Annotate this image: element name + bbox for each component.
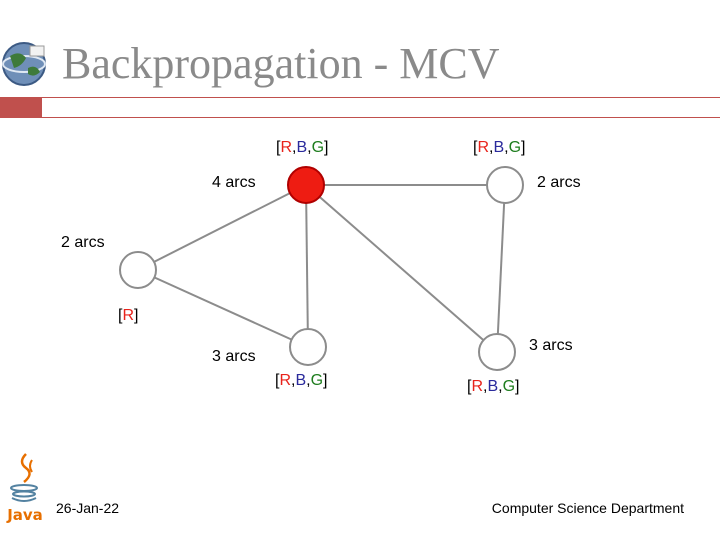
arcs-label-top-left: 4 arcs: [212, 174, 256, 191]
arcs-label-left: 2 arcs: [61, 234, 105, 251]
java-logo-icon: Java: [6, 453, 43, 524]
domain-separator: ,: [498, 378, 503, 395]
domain-value-red: R: [477, 139, 490, 156]
arcs-label-bottom-right: 3 arcs: [529, 337, 573, 354]
domain-value-blue: B: [295, 372, 307, 389]
java-logo-text: Java: [6, 506, 43, 524]
domain-separator: ,: [504, 139, 509, 156]
graph-edge-left-bottom-mid: [137, 269, 309, 348]
footer-date: 26-Jan-22: [56, 500, 120, 516]
domain-separator: ,: [483, 378, 488, 395]
domain-value-red: R: [471, 378, 484, 395]
graph-edge-top-left-left: [137, 184, 307, 271]
graph-edge-top-left-bottom-mid: [305, 184, 309, 348]
domain-separator: ,: [306, 372, 311, 389]
title-divider-bottom: [42, 117, 720, 118]
graph-node-bottom-mid: [289, 328, 327, 366]
domain-value-red: R: [122, 307, 135, 324]
domain-separator: ,: [307, 139, 312, 156]
domain-value-green: G: [502, 378, 516, 395]
domain-label-bottom-mid: [R,B,G]: [275, 372, 328, 389]
title-divider-top: [42, 97, 720, 98]
domain-separator: ,: [489, 139, 494, 156]
title-accent-bar: [0, 97, 42, 118]
domain-separator: ,: [292, 139, 297, 156]
graph-node-top-right: [486, 166, 524, 204]
arcs-label-bottom-mid: 3 arcs: [212, 348, 256, 365]
graph-node-top-left: [287, 166, 325, 204]
domain-value-blue: B: [493, 139, 505, 156]
domain-value-green: G: [310, 372, 324, 389]
domain-separator: ,: [291, 372, 296, 389]
slide-title: Backpropagation - MCV: [62, 39, 500, 88]
graph-edge-top-left-bottom-right: [305, 184, 498, 353]
domain-label-top-right: [R,B,G]: [473, 139, 526, 156]
domain-value-blue: B: [487, 378, 499, 395]
domain-label-bottom-right: [R,B,G]: [467, 378, 520, 395]
graph-node-left: [119, 251, 157, 289]
arcs-label-top-right: 2 arcs: [537, 174, 581, 191]
graph-edge-top-right-bottom-right: [496, 184, 506, 353]
graph-node-bottom-right: [478, 333, 516, 371]
globe-logo-icon: [2, 42, 46, 86]
domain-value-green: G: [311, 139, 325, 156]
footer-department: Computer Science Department: [491, 500, 684, 516]
domain-label-top-left: [R,B,G]: [276, 139, 329, 156]
domain-value-green: G: [508, 139, 522, 156]
domain-value-red: R: [280, 139, 293, 156]
domain-label-left: [R]: [118, 307, 139, 324]
domain-value-red: R: [279, 372, 292, 389]
domain-value-blue: B: [296, 139, 308, 156]
